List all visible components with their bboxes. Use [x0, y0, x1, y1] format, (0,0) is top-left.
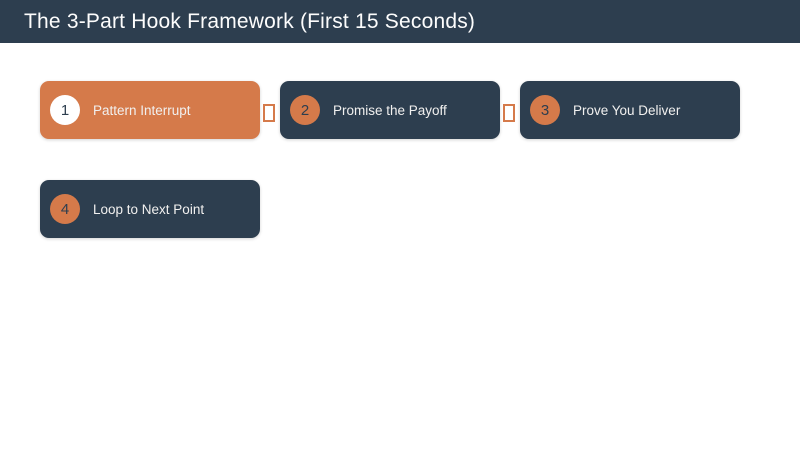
missing-glyph-arrow-icon: [503, 104, 515, 122]
step-label: Prove You Deliver: [573, 102, 681, 118]
step-number-badge: 3: [530, 95, 560, 125]
step-number-badge: 2: [290, 95, 320, 125]
step-number-badge: 4: [50, 194, 80, 224]
title-bar: The 3-Part Hook Framework (First 15 Seco…: [0, 0, 800, 43]
missing-glyph-arrow-icon: [263, 104, 275, 122]
page-title: The 3-Part Hook Framework (First 15 Seco…: [24, 9, 476, 33]
step-label: Pattern Interrupt: [93, 102, 191, 118]
step-box-pattern-interrupt: 1 Pattern Interrupt: [40, 81, 260, 139]
step-box-loop-to-next-point: 4 Loop to Next Point: [40, 180, 260, 238]
step-box-promise-the-payoff: 2 Promise the Payoff: [280, 81, 500, 139]
step-number-badge: 1: [50, 95, 80, 125]
step-label: Loop to Next Point: [93, 201, 205, 217]
step-box-prove-you-deliver: 3 Prove You Deliver: [520, 81, 740, 139]
step-label: Promise the Payoff: [333, 102, 447, 118]
